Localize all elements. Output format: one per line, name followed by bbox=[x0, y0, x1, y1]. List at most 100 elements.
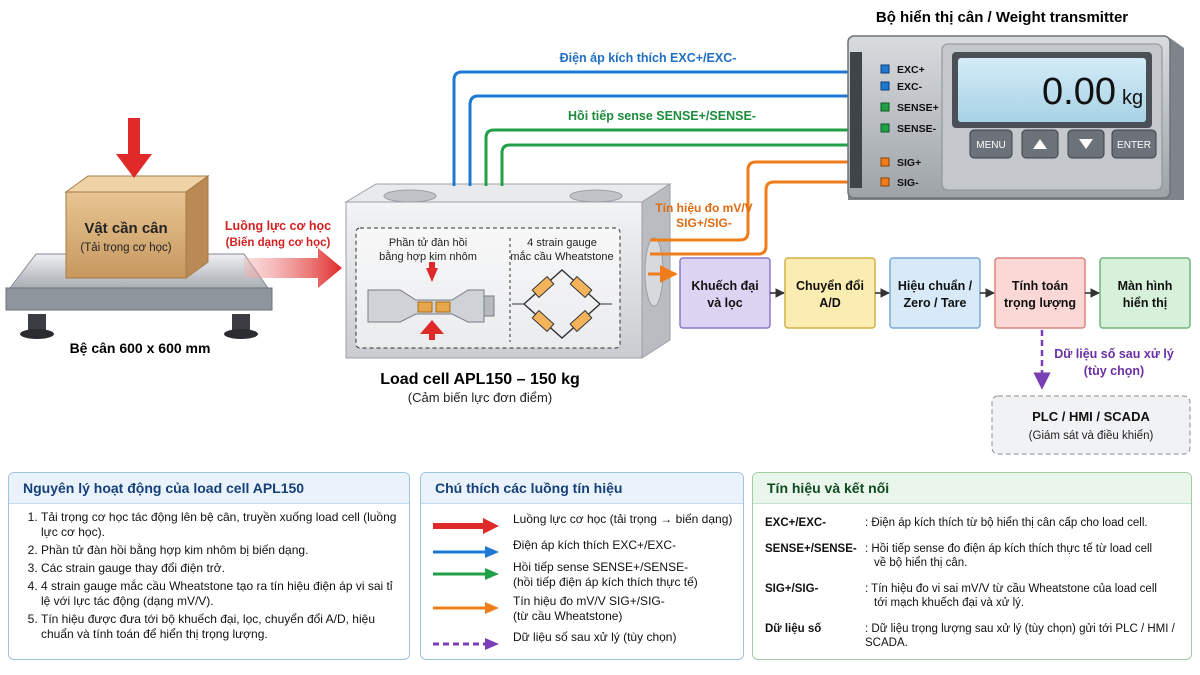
digital-sublabel: (tùy chọn) bbox=[1084, 364, 1144, 378]
chain-step-sublabel: A/D bbox=[819, 296, 841, 310]
terminal-label: EXC- bbox=[897, 81, 923, 93]
chain-step: Hiệu chuẩn / Zero / Tare bbox=[889, 257, 981, 329]
terminal-exc-minus bbox=[880, 81, 890, 91]
exc-wire-2 bbox=[468, 77, 870, 186]
triangle-up-icon bbox=[1033, 139, 1047, 149]
strain-gauge-patch bbox=[417, 301, 433, 313]
terminal-label: SIG- bbox=[897, 177, 919, 189]
enter-button[interactable]: ENTER bbox=[1111, 129, 1157, 159]
signal-desc-cont: về bộ hiển thị cân. bbox=[874, 557, 968, 569]
chain-step-box bbox=[784, 257, 876, 329]
plc-title: PLC / HMI / SCADA bbox=[1032, 409, 1150, 424]
object-box: Vật cần cân (Tải trọng cơ học) bbox=[64, 175, 210, 279]
signal-key: Dữ liệu số bbox=[765, 623, 822, 635]
legend-title: Chú thích các luồng tín hiệu bbox=[421, 473, 743, 504]
orange-arrow-icon bbox=[433, 602, 499, 614]
loadcell-title: Load cell APL150 – 150 kg bbox=[380, 371, 580, 388]
signal-desc: : Điện áp kích thích từ bộ hiển thị cân … bbox=[865, 517, 1148, 529]
sig-wire-sublabel: SIG+/SIG- bbox=[676, 216, 732, 230]
force-arrow-small-up bbox=[420, 320, 444, 334]
wheatstone-bridge bbox=[512, 269, 612, 339]
exc-wire bbox=[452, 63, 870, 186]
terminal-sig-plus bbox=[880, 157, 890, 167]
up-button[interactable] bbox=[1021, 129, 1059, 159]
force-arrow-small-down bbox=[426, 268, 438, 282]
lcd-screen bbox=[958, 58, 1146, 122]
triangle-down-icon bbox=[1079, 139, 1093, 149]
blue-arrow-icon bbox=[433, 546, 499, 558]
chain-step-label: Màn hình bbox=[1118, 279, 1173, 293]
sense-wire-2 bbox=[500, 119, 870, 186]
signal-desc: : Hồi tiếp sense đo điện áp kích thích t… bbox=[865, 543, 1153, 555]
chain-step-box bbox=[994, 257, 1086, 329]
legend-text-sub: (từ cầu Wheatstone) bbox=[513, 609, 623, 623]
aluminum-elastic-element bbox=[367, 289, 495, 323]
terminal-sense-minus bbox=[880, 123, 890, 133]
principle-steps: Tải trọng cơ học tác động lên bệ cân, tr… bbox=[9, 510, 409, 642]
legend-text: Luồng lực cơ học (tải trọng → biến dạng) bbox=[513, 512, 733, 526]
signal-row-exc: EXC+/EXC- : Điện áp kích thích từ bộ hiể… bbox=[753, 516, 1191, 542]
chain-step-label: Hiệu chuẩn / bbox=[898, 279, 973, 293]
legend-text: Hồi tiếp sense SENSE+/SENSE- bbox=[513, 560, 689, 574]
terminal-label: SENSE- bbox=[897, 123, 937, 135]
load-arrow-down bbox=[116, 118, 152, 178]
principle-step: Tải trọng cơ học tác động lên bệ cân, tr… bbox=[41, 510, 409, 540]
transmitter-title: Bộ hiển thị cân / Weight transmitter bbox=[876, 9, 1128, 26]
chain-step: Màn hình hiển thị bbox=[1099, 257, 1191, 329]
gauge-sublabel: mắc cầu Wheatstone bbox=[510, 250, 613, 263]
signal-key: SENSE+/SENSE- bbox=[765, 543, 857, 555]
signals-panel: Tín hiệu và kết nối EXC+/EXC- : Điện áp … bbox=[752, 472, 1192, 660]
force-label: Luồng lực cơ học bbox=[225, 219, 331, 233]
object-sublabel: (Tải trọng cơ học) bbox=[80, 242, 171, 254]
principle-step: Tín hiệu được đưa tới bộ khuếch đại, lọc… bbox=[41, 612, 409, 642]
strain-gauge-patch bbox=[435, 301, 451, 313]
purple-dashed-arrow-icon bbox=[433, 638, 499, 650]
exc-wire-label: Điện áp kích thích EXC+/EXC- bbox=[560, 51, 737, 65]
signal-desc: : Dữ liệu trọng lượng sau xử lý (tùy chọ… bbox=[865, 623, 1175, 649]
terminal-sig-minus bbox=[880, 177, 890, 187]
principle-title: Nguyên lý hoạt động của load cell APL150 bbox=[9, 473, 409, 504]
signal-key: EXC+/EXC- bbox=[765, 517, 827, 529]
menu-button-label: MENU bbox=[976, 140, 1005, 151]
element-sublabel: bằng hợp kim nhôm bbox=[379, 250, 477, 263]
platform-foot bbox=[232, 314, 250, 334]
weight-transmitter: 0.00 kg MENU ENTER EXC+ EXC- SENSE+ SENS… bbox=[847, 35, 1184, 200]
red-arrow-icon bbox=[433, 518, 499, 534]
legend-list: Luồng lực cơ học (tải trọng → biến dạng)… bbox=[421, 504, 743, 652]
signal-desc-cont: tới mạch khuếch đại và xử lý. bbox=[874, 597, 1025, 609]
green-arrow-icon bbox=[433, 568, 499, 580]
legend-item-exc: Điện áp kích thích EXC+/EXC- bbox=[421, 538, 743, 560]
menu-button[interactable]: MENU bbox=[969, 129, 1013, 159]
principle-step: Các strain gauge thay đổi điện trở. bbox=[41, 561, 409, 576]
internal-detail-frame bbox=[355, 227, 621, 349]
terminal-exc-plus bbox=[880, 64, 890, 74]
signals-list: EXC+/EXC- : Điện áp kích thích từ bộ hiể… bbox=[753, 504, 1191, 649]
strain-gauge-resistor bbox=[569, 309, 593, 333]
chain-step-sublabel: Zero / Tare bbox=[904, 296, 967, 310]
platform-caption: Bệ cân 600 x 600 mm bbox=[70, 340, 211, 356]
force-flow-arrow bbox=[244, 248, 342, 288]
signal-row-sig: SIG+/SIG- : Tín hiệu đo vi sai mV/V từ c… bbox=[753, 582, 1191, 622]
principle-panel: Nguyên lý hoạt động của load cell APL150… bbox=[8, 472, 410, 660]
signal-desc: : Tín hiệu đo vi sai mV/V từ cầu Wheatst… bbox=[865, 583, 1157, 595]
mount-hole bbox=[383, 189, 437, 203]
lcd-weight-value: 0.00 bbox=[1042, 71, 1116, 113]
strain-gauge-resistor bbox=[569, 275, 593, 299]
chain-step-sublabel: và lọc bbox=[707, 296, 742, 310]
chain-step-box bbox=[1099, 257, 1191, 329]
terminal-label: SENSE+ bbox=[897, 102, 939, 114]
chain-step-sublabel: hiển thị bbox=[1123, 296, 1167, 310]
legend-text: Tín hiệu đo mV/V SIG+/SIG- bbox=[513, 594, 665, 608]
chain-step-box bbox=[679, 257, 771, 329]
digital-label: Dữ liệu số sau xử lý bbox=[1054, 347, 1174, 361]
down-button[interactable] bbox=[1067, 129, 1105, 159]
signal-row-digital: Dữ liệu số : Dữ liệu trọng lượng sau xử … bbox=[753, 622, 1191, 649]
terminal-sense-plus bbox=[880, 102, 890, 112]
load-cell: Phần tử đàn hồi bằng hợp kim nhôm 4 stra… bbox=[344, 183, 672, 359]
legend-item-force: Luồng lực cơ học (tải trọng → biến dạng) bbox=[421, 512, 743, 538]
strain-gauge-resistor bbox=[531, 309, 555, 333]
